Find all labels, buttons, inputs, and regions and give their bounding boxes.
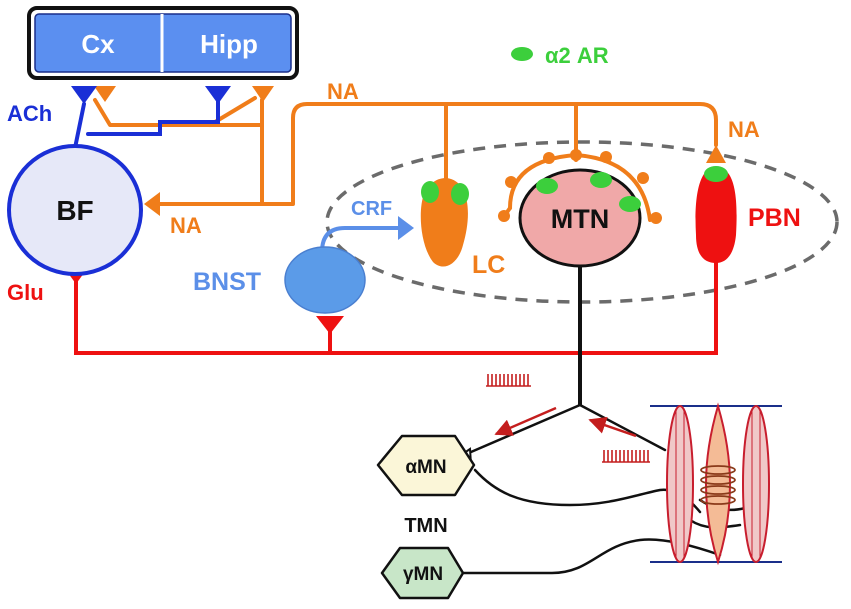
lc-label: LC [472, 251, 505, 279]
gamma-mn-label: γMN [403, 564, 443, 585]
na-presynaptic-boutons [498, 149, 662, 224]
na-terminal-to-cx [94, 86, 116, 102]
tmn-label: TMN [404, 515, 447, 537]
lc-alpha2-receptor [451, 183, 469, 205]
na-label-pbn: NA [728, 117, 760, 142]
gamma-mn-cell [380, 546, 465, 600]
crf-terminal-to-lc [398, 216, 414, 240]
bnst-nucleus [284, 246, 366, 314]
mtn-alpha2-receptor [590, 172, 612, 188]
bnst-label: BNST [193, 268, 261, 296]
cx-label: Cx [81, 29, 115, 59]
acetylcholine-pathway [73, 98, 220, 150]
efferent-direction-arrow [494, 406, 557, 436]
lc-alpha2-receptor [421, 181, 439, 203]
pbn-nucleus [695, 167, 737, 263]
cortex-hippocampus-box: Cx Hipp [27, 6, 299, 80]
motor-connections [453, 403, 747, 575]
afferent-spike-train [602, 450, 650, 463]
mtn-alpha2-receptor [536, 178, 558, 194]
bf-nucleus [7, 144, 143, 276]
mtn-alpha2-receptor [619, 196, 641, 212]
afferent-direction-arrow [588, 416, 637, 438]
glu-terminal-to-bnst [316, 316, 344, 334]
alpha-mn-label: αMN [405, 457, 446, 478]
na-terminal-to-bf [144, 192, 160, 216]
na-label-top: NA [327, 79, 359, 104]
efferent-spike-train [486, 374, 531, 387]
muscle-spindle [700, 402, 736, 566]
muscle-fibers [650, 405, 782, 563]
hipp-label: Hipp [200, 29, 258, 59]
alpha2-ar-legend-marker [511, 47, 533, 61]
alpha-mn-cell [376, 434, 476, 497]
mtn-label: MTN [551, 204, 609, 234]
alpha2-ar-legend: α2 AR [511, 43, 609, 68]
bf-label: BF [56, 195, 93, 226]
glu-label: Glu [7, 280, 44, 305]
ach-terminal-to-cx [71, 86, 97, 104]
na-terminal-to-pbn [706, 145, 726, 163]
alpha2-ar-legend-label: α2 AR [545, 43, 609, 68]
pbn-alpha2-receptor [704, 166, 728, 182]
crf-label: CRF [351, 198, 392, 220]
na-terminal-to-hipp [252, 86, 274, 102]
ach-terminal-to-hipp [205, 86, 231, 104]
ach-label: ACh [7, 101, 52, 126]
na-label-bf: NA [170, 213, 202, 238]
pbn-label: PBN [748, 204, 801, 232]
